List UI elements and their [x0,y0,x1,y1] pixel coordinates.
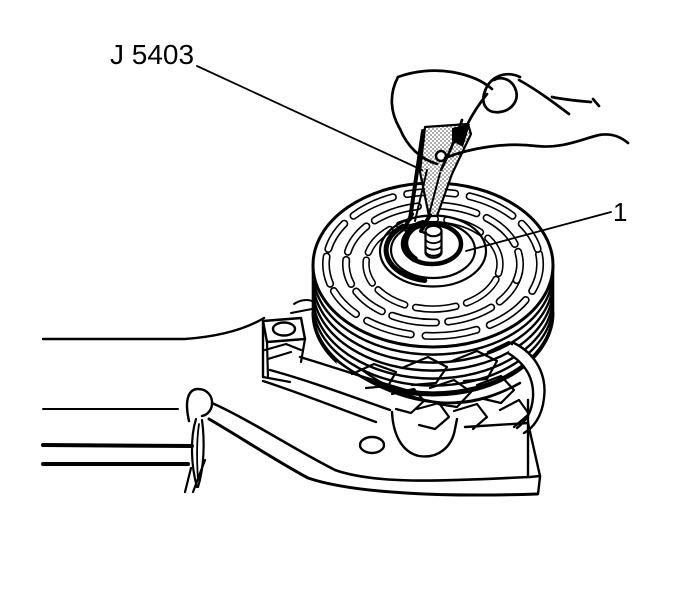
wire-hook [183,387,214,494]
bolt-hole [271,321,297,337]
compressor-shaft-end [424,224,443,259]
mounting-ear [261,316,307,384]
front-bracket-band [498,341,546,435]
hand [390,69,630,172]
frame-rails [41,316,266,466]
leader-line-part-1 [465,211,612,252]
clutch-pulley [311,181,555,397]
pliers-jaw-right [419,213,432,233]
index-finger-loop [482,72,522,114]
mounting-plate [358,398,542,496]
pliers-jaw-left [402,212,414,231]
tool-callout-label: J 5403 [110,39,194,70]
compressor-body [261,299,527,466]
snap-ring [400,220,464,267]
pliers-pivot [434,149,448,163]
plate-hole [358,435,386,455]
pulley-belt-grooves [311,278,555,397]
hose [207,401,542,497]
clutch-hub-and-snap-ring [378,214,488,288]
clutch-plate-slots [322,188,545,340]
part-number-label: 1 [613,197,627,227]
snap-ring-pliers [402,122,473,236]
leader-line-tool [196,65,423,171]
knuckle-line [550,95,593,104]
